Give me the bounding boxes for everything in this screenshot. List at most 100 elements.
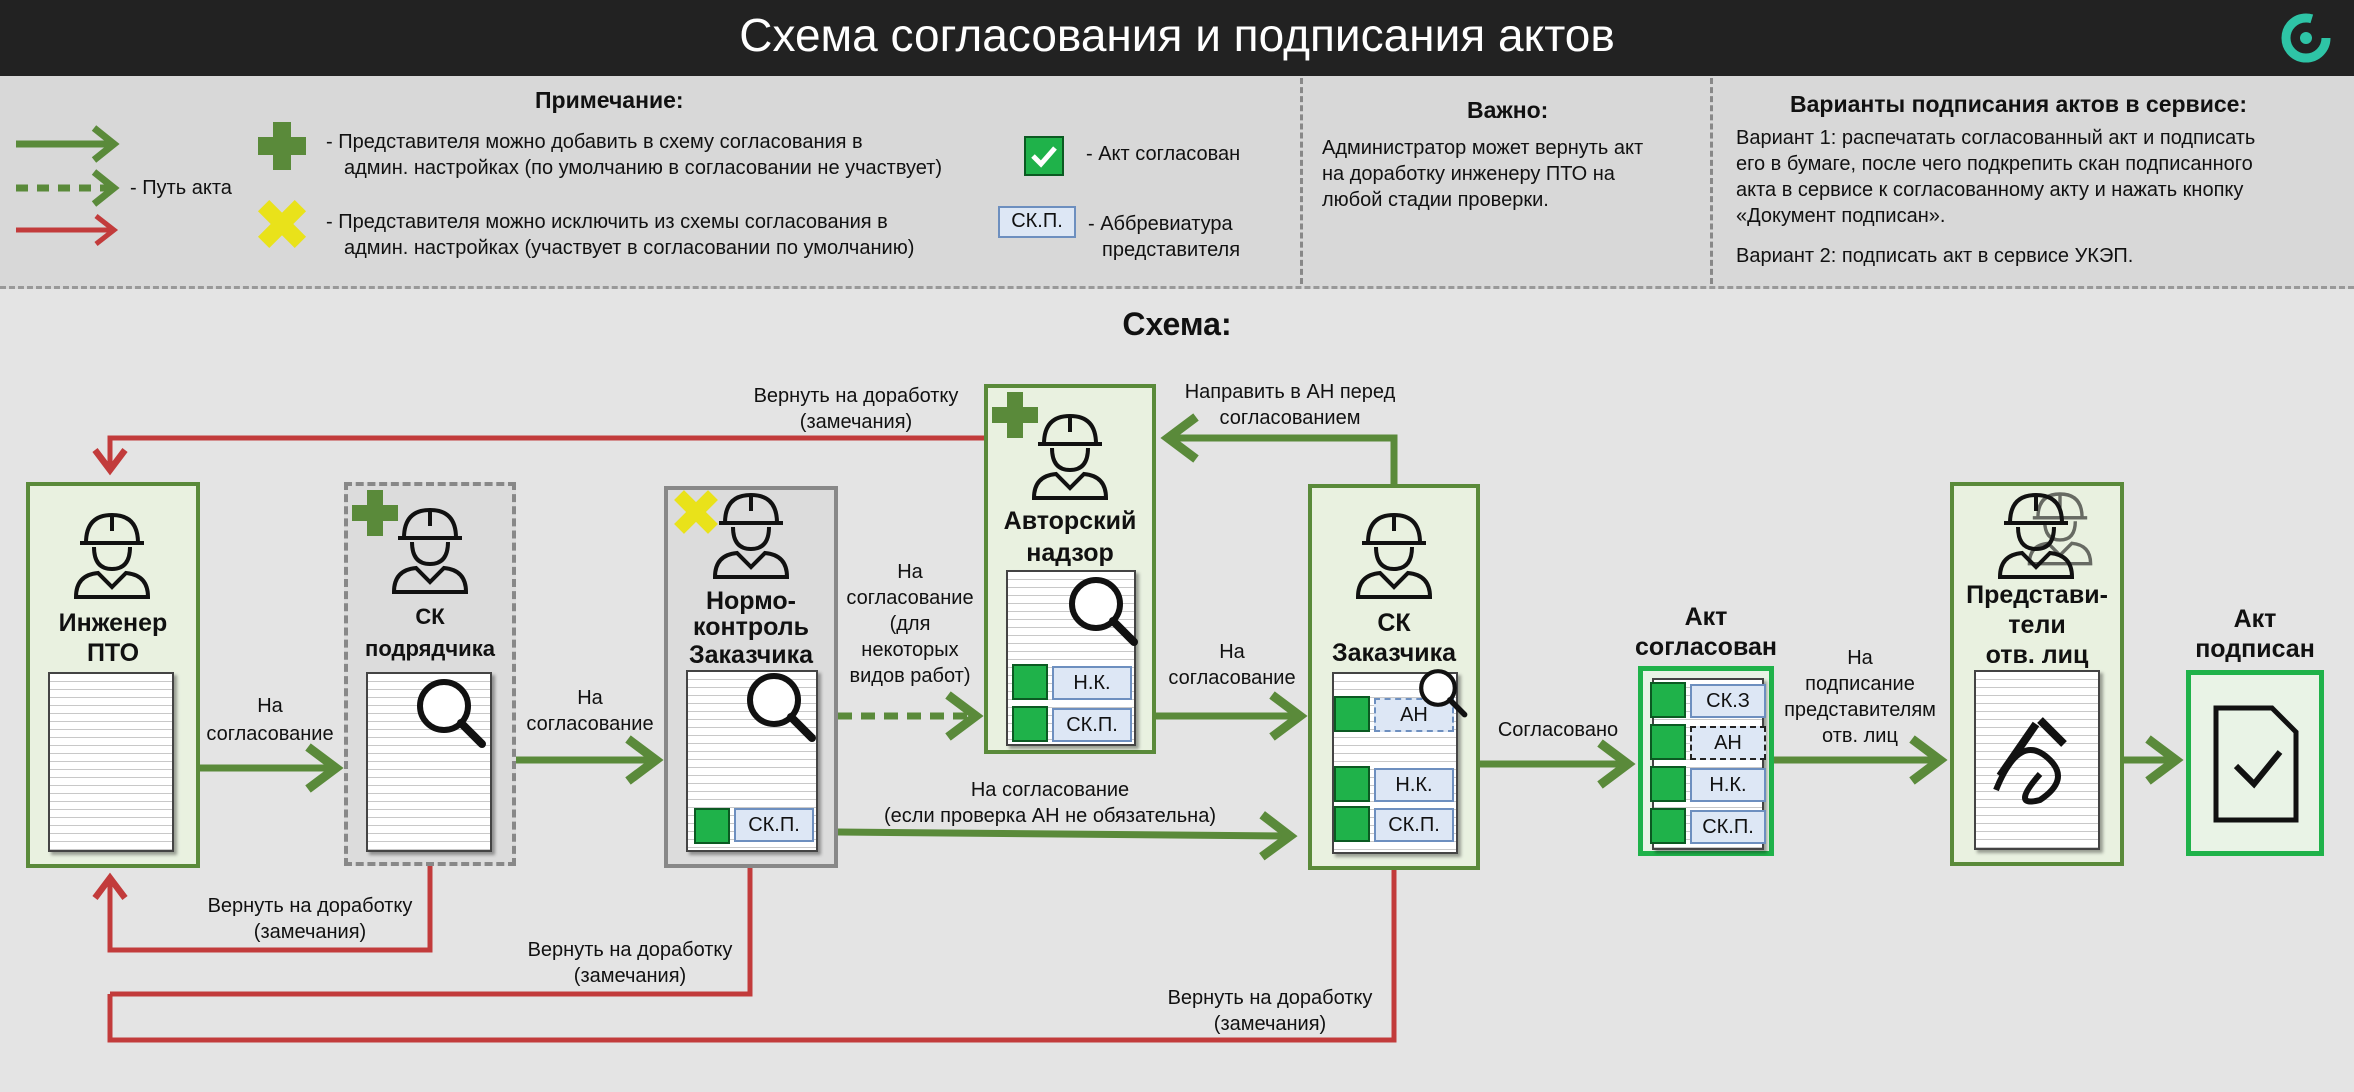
person-icon <box>1032 414 1108 500</box>
edge-label-return-3-1: Вернуть на доработку <box>1167 987 1373 1009</box>
logo-icon <box>2281 13 2331 63</box>
edge-label-return-top-2: (замечания) <box>799 411 913 433</box>
check-icon <box>1012 664 1048 700</box>
plus-icon <box>352 490 398 536</box>
node-reps-label-3: отв. лиц <box>1985 641 2089 669</box>
path-label: - Путь акта <box>130 177 232 199</box>
check-icon <box>1650 808 1686 844</box>
person-icon <box>713 493 789 579</box>
check-icon <box>1012 706 1048 742</box>
tag-approved-an: АН <box>1690 726 1766 760</box>
node-reps-label-2: тели <box>2008 611 2066 639</box>
edge-label-return-3-2: (замечания) <box>1213 1013 1327 1035</box>
node-pto-label-2: ПТО <box>86 639 140 667</box>
document-icon <box>48 672 174 852</box>
variant2-text: Вариант 2: подписать акт в сервисе УКЭП. <box>1736 245 2134 267</box>
check-icon <box>1334 696 1370 732</box>
check-icon <box>1650 766 1686 802</box>
edge-label-to-author-2: согласованием <box>1219 407 1361 429</box>
abbr-text-2: представителя <box>1102 239 1241 261</box>
node-act-signed <box>2186 670 2324 856</box>
important-line-1: Администратор может вернуть акт <box>1322 137 1644 159</box>
abbr-sample: СК.П. <box>998 206 1076 238</box>
tag-customer-skp: СК.П. <box>1374 808 1454 842</box>
edge-label-e5-1: На согласование <box>970 779 1130 801</box>
node-pto-label-1: Инженер <box>58 609 168 637</box>
node-approved-label-1: Акт <box>1684 603 1728 631</box>
variant1-line-3: акта в сервисе к согласованному акту и н… <box>1736 179 2244 201</box>
node-author-label-2: надзор <box>1026 539 1114 567</box>
plus-icon <box>992 392 1038 438</box>
node-sk-contractor-label-2: подрядчика <box>365 636 495 661</box>
node-norm-label-2: контроль <box>693 613 809 641</box>
edge-label-e6: Согласовано <box>1497 719 1619 741</box>
signed-document-icon <box>2213 705 2299 823</box>
plus-text-2: админ. настройках (по умолчанию в соглас… <box>344 157 943 179</box>
edge-label-return-2-1: Вернуть на доработку <box>527 939 733 961</box>
plus-icon <box>258 122 306 170</box>
legend-divider <box>1710 78 1713 284</box>
document-icon <box>1974 670 2100 850</box>
arrow-customer-to-author <box>1160 413 1398 484</box>
variant1-line-1: Вариант 1: распечатать согласованный акт… <box>1736 127 2256 149</box>
node-signed-label-2: подписан <box>2195 635 2315 663</box>
tag-author-nk: Н.К. <box>1052 666 1132 700</box>
magnifier-icon <box>1421 671 1464 714</box>
person-icon <box>74 513 150 599</box>
path-arrows-legend <box>16 125 120 246</box>
tag-approved-skz: СК.З <box>1690 684 1766 718</box>
node-reps-label-1: Представи- <box>1966 581 2108 609</box>
edge-label-return-1-2: (замечания) <box>253 921 367 943</box>
important-line-2: на доработку инженеру ПТО на <box>1322 163 1615 185</box>
page-title: Схема согласования и подписания актов <box>739 9 1615 61</box>
tag-approved-skp: СК.П. <box>1690 810 1766 844</box>
edge-label-e3-1: На <box>897 561 923 583</box>
variant1-line-2: его в бумаге, после чего подкрепить скан… <box>1736 153 2253 175</box>
edge-label-e7-3: представителям <box>1784 699 1936 721</box>
edge-label-return-1-1: Вернуть на доработку <box>207 895 413 917</box>
note-title: Примечание: <box>535 87 684 113</box>
node-sk-contractor-label-1: СК <box>415 604 445 629</box>
title-bar: Схема согласования и подписания актов <box>0 0 2354 76</box>
edge-label-e1-1: На <box>257 695 283 717</box>
person-icon <box>392 508 468 594</box>
person-icon <box>1356 513 1432 599</box>
check-icon <box>1024 136 1064 176</box>
important-line-3: любой стадии проверки. <box>1322 189 1549 211</box>
return-arrow-3 <box>107 870 1397 1043</box>
edge-label-return-top-1: Вернуть на доработку <box>753 385 959 407</box>
edge-label-e7-1: На <box>1847 647 1873 669</box>
node-norm-label-1: Нормо- <box>705 587 797 615</box>
tag-approved-nk: Н.К. <box>1690 768 1766 802</box>
magnifier-icon <box>1072 580 1134 642</box>
edge-label-return-2-2: (замечания) <box>573 965 687 987</box>
node-sk-customer-label-2: Заказчика <box>1331 639 1457 667</box>
node-author-label-1: Авторский <box>1003 507 1137 535</box>
magnifier-icon <box>750 676 812 738</box>
edge-label-e3-3: (для <box>889 613 931 635</box>
edge-label-e2-2: согласование <box>526 713 654 735</box>
return-arrow-top <box>92 435 984 476</box>
cross-icon <box>257 199 307 249</box>
approved-label: - Акт согласован <box>1086 143 1241 165</box>
legend-divider <box>1300 78 1303 284</box>
cross-text-2: админ. настройках (участвует в согласова… <box>344 237 915 259</box>
check-icon <box>1334 766 1370 802</box>
node-signed-label-1: Акт <box>2233 605 2277 633</box>
edge-label-to-author-1: Направить в АН перед <box>1184 381 1396 403</box>
sign-pen-icon <box>1993 717 2067 805</box>
tag-norm-skp: СК.П. <box>734 808 814 842</box>
check-icon <box>1650 682 1686 718</box>
edge-label-e4-2: согласование <box>1168 667 1296 689</box>
edge-label-e7-4: отв. лиц <box>1822 725 1898 747</box>
scheme-title: Схема: <box>1122 306 1232 342</box>
abbr-text-1: - Аббревиатура <box>1088 213 1233 235</box>
cross-icon <box>674 490 718 534</box>
check-icon <box>694 808 730 844</box>
legend-panel <box>0 76 2354 289</box>
return-arrow-1 <box>92 866 433 953</box>
magnifier-icon <box>420 682 482 744</box>
edge-label-e2-1: На <box>577 687 603 709</box>
